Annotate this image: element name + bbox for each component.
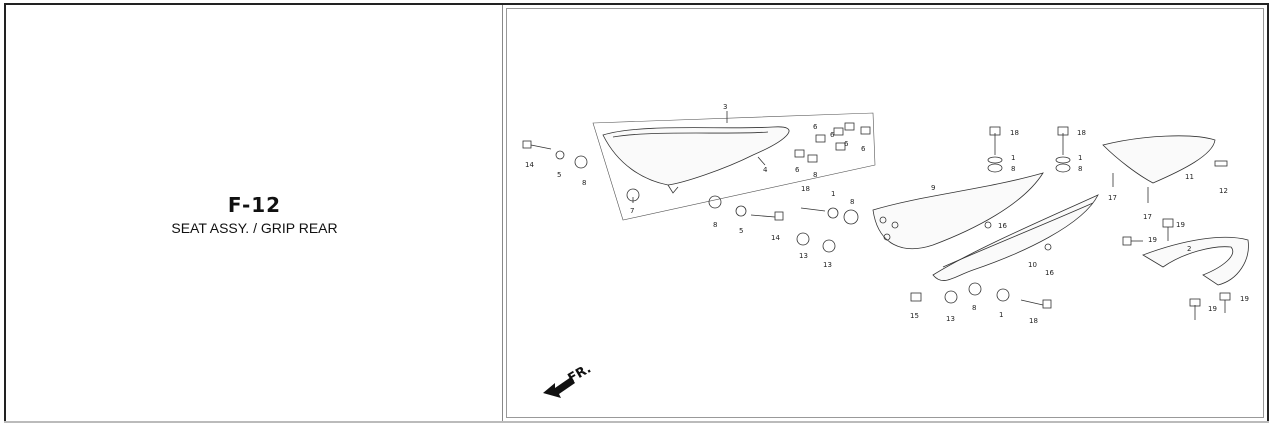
svg-text:1: 1 xyxy=(1011,154,1015,162)
svg-text:8: 8 xyxy=(582,179,586,187)
svg-text:8: 8 xyxy=(1011,165,1015,173)
svg-text:16: 16 xyxy=(998,222,1007,230)
svg-text:1: 1 xyxy=(831,190,835,198)
rear-cover xyxy=(1102,135,1216,184)
seat-shape xyxy=(602,126,790,186)
grip-rear xyxy=(1142,236,1249,286)
front-arrow-icon xyxy=(543,377,575,398)
svg-text:4: 4 xyxy=(763,166,768,174)
svg-text:1: 1 xyxy=(999,311,1003,319)
figure-title-block: F-12 SEAT ASSY. / GRIP REAR xyxy=(6,193,503,236)
svg-text:1: 1 xyxy=(1078,154,1082,162)
side-cover-left xyxy=(872,172,1044,249)
svg-text:6: 6 xyxy=(795,166,800,174)
svg-text:9: 9 xyxy=(931,184,935,192)
svg-text:14: 14 xyxy=(525,161,534,169)
svg-text:6: 6 xyxy=(844,140,849,148)
svg-text:13: 13 xyxy=(946,315,955,323)
svg-text:14: 14 xyxy=(771,234,780,242)
svg-text:19: 19 xyxy=(1240,295,1249,303)
svg-text:18: 18 xyxy=(1029,317,1038,325)
svg-text:8: 8 xyxy=(850,198,854,206)
diagram-border xyxy=(506,8,1264,418)
svg-text:19: 19 xyxy=(1176,221,1185,229)
svg-text:5: 5 xyxy=(739,227,743,235)
figure-title: SEAT ASSY. / GRIP REAR xyxy=(171,220,338,236)
figure-caption-cell: F-12 SEAT ASSY. / GRIP REAR xyxy=(6,5,503,421)
svg-text:8: 8 xyxy=(972,304,976,312)
svg-text:6: 6 xyxy=(861,145,866,153)
svg-text:18: 18 xyxy=(1010,129,1019,137)
svg-text:6: 6 xyxy=(830,131,835,139)
svg-text:19: 19 xyxy=(1148,236,1157,244)
svg-text:8: 8 xyxy=(813,171,817,179)
front-label: FR. xyxy=(566,361,594,386)
svg-text:5: 5 xyxy=(557,171,561,179)
svg-text:13: 13 xyxy=(823,261,832,269)
svg-text:18: 18 xyxy=(801,185,810,193)
page-frame: F-12 SEAT ASSY. / GRIP REAR xyxy=(4,3,1269,423)
svg-text:3: 3 xyxy=(723,103,727,111)
svg-text:7: 7 xyxy=(630,207,634,215)
side-cover-right xyxy=(932,194,1099,281)
svg-text:10: 10 xyxy=(1028,261,1037,269)
svg-text:2: 2 xyxy=(1187,245,1191,253)
front-direction-indicator: FR. xyxy=(543,361,594,398)
svg-text:6: 6 xyxy=(813,123,818,131)
figure-code: F-12 xyxy=(227,193,282,217)
svg-text:17: 17 xyxy=(1143,213,1152,221)
svg-text:15: 15 xyxy=(910,312,919,320)
svg-text:19: 19 xyxy=(1208,305,1217,313)
svg-text:17: 17 xyxy=(1108,194,1117,202)
svg-text:16: 16 xyxy=(1045,269,1054,277)
svg-text:18: 18 xyxy=(1077,129,1086,137)
table-bottom-rule xyxy=(4,421,1269,423)
svg-text:8: 8 xyxy=(1078,165,1082,173)
seat-assy-outline xyxy=(592,112,876,221)
svg-text:12: 12 xyxy=(1219,187,1228,195)
svg-text:13: 13 xyxy=(799,252,808,260)
svg-text:11: 11 xyxy=(1185,173,1194,181)
svg-text:8: 8 xyxy=(713,221,717,229)
